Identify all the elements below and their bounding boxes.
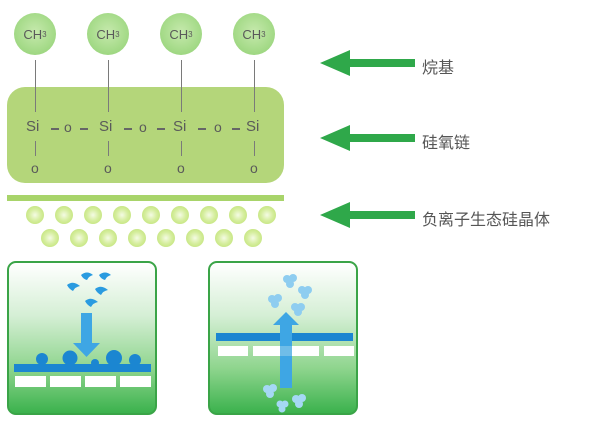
label-crystal: 负离子生态硅晶体 — [422, 210, 551, 229]
methyl-subscript: 3 — [188, 29, 193, 39]
o-atom: o — [104, 160, 112, 176]
methyl-label: CH — [96, 26, 116, 42]
crystal-bead — [244, 229, 262, 247]
vapor-bottom-icon — [263, 384, 306, 413]
o-atom: o — [214, 119, 222, 135]
crystal-bead — [215, 229, 233, 247]
bond-line — [181, 60, 182, 112]
o-atom: o — [64, 119, 72, 135]
methyl-label: CH — [242, 26, 262, 42]
crystal-bead — [55, 206, 73, 224]
substrate-blocks — [15, 376, 151, 387]
water-repellent-illustration — [14, 272, 151, 387]
crystal-bead — [41, 229, 59, 247]
crystal-bead — [26, 206, 44, 224]
bond-dash — [198, 128, 206, 130]
bond-line — [181, 141, 182, 156]
crystal-bar — [7, 195, 284, 201]
crystal-bead — [186, 229, 204, 247]
bond-line — [254, 141, 255, 156]
bond-line — [35, 60, 36, 112]
crystal-bead — [142, 206, 160, 224]
vapor-top-icon — [268, 274, 312, 316]
si-atom: Si — [246, 118, 260, 135]
breathable-illustration — [216, 274, 354, 413]
crystal-bead — [84, 206, 102, 224]
arrow-left-icon — [320, 125, 415, 151]
crystal-bead — [128, 229, 146, 247]
bond-dash — [124, 128, 132, 130]
bond-dash — [232, 128, 240, 130]
crystal-bead — [200, 206, 218, 224]
o-atom: o — [139, 119, 147, 135]
bond-line — [35, 141, 36, 156]
methyl-subscript: 3 — [42, 29, 47, 39]
bond-line — [108, 60, 109, 112]
water-beads-icon — [36, 350, 141, 367]
methyl-subscript: 3 — [261, 29, 266, 39]
bond-dash — [157, 128, 165, 130]
crystal-bead — [157, 229, 175, 247]
label-siloxane: 硅氧链 — [422, 133, 471, 152]
water-droplets-icon — [67, 272, 111, 307]
bond-line — [254, 60, 255, 112]
methyl-subscript: 3 — [115, 29, 120, 39]
methyl-label: CH — [169, 26, 189, 42]
si-atom: Si — [173, 118, 187, 135]
crystal-bead — [258, 206, 276, 224]
arrow-left-icon — [320, 50, 415, 76]
breathable-panel — [208, 261, 358, 415]
water-repellent-panel — [7, 261, 157, 415]
siloxane-chain-block — [7, 87, 284, 183]
si-atom: Si — [99, 118, 113, 135]
o-atom: o — [31, 160, 39, 176]
coating-layer — [14, 364, 151, 372]
bond-dash — [80, 128, 88, 130]
crystal-bead — [113, 206, 131, 224]
substrate-blocks — [218, 346, 354, 356]
si-atom: Si — [26, 118, 40, 135]
crystal-bead — [171, 206, 189, 224]
bond-line — [108, 141, 109, 156]
crystal-bead — [99, 229, 117, 247]
crystal-bead — [70, 229, 88, 247]
bond-dash — [51, 128, 59, 130]
arrow-left-icon — [320, 202, 415, 228]
label-alkyl: 烷基 — [422, 58, 455, 77]
crystal-bead — [229, 206, 247, 224]
methyl-label: CH — [23, 26, 43, 42]
o-atom: o — [250, 160, 258, 176]
arrow-down-icon — [73, 313, 100, 357]
o-atom: o — [177, 160, 185, 176]
